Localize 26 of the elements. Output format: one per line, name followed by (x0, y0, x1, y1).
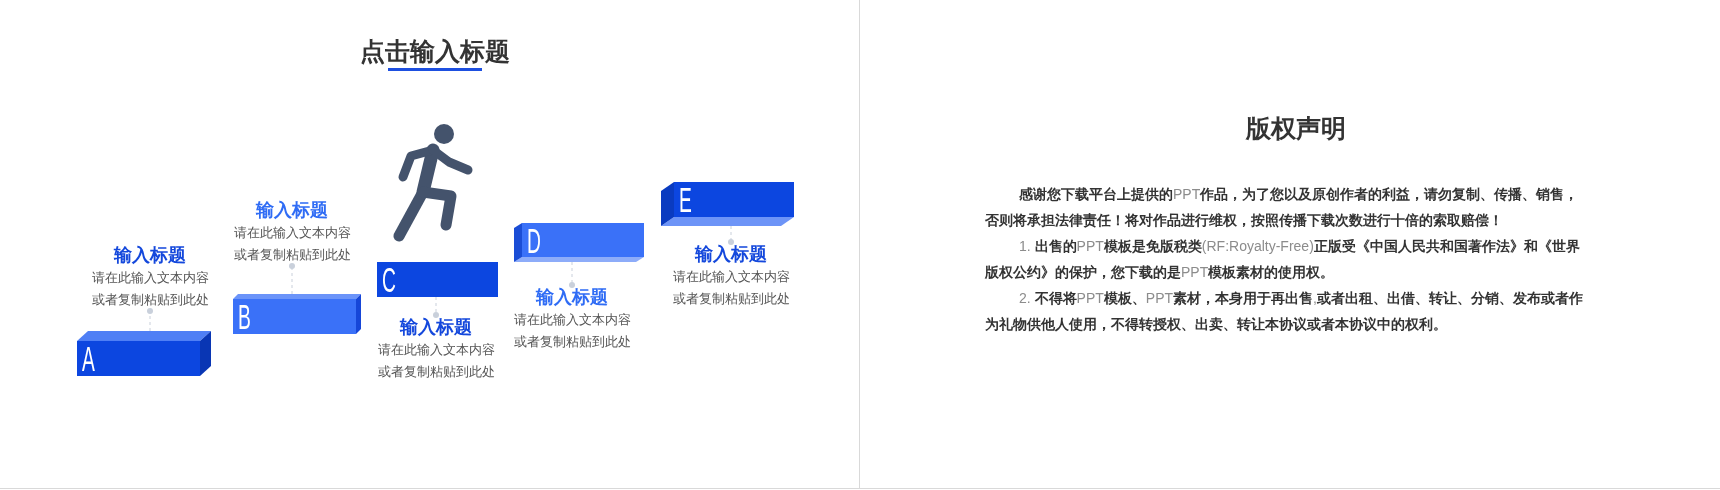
step-description: 请在此输入文本内容或者复制粘贴到此处 (671, 268, 791, 308)
dashed-leader-line (147, 308, 153, 332)
step-title: 输入标题 (256, 199, 328, 222)
step-description: 请在此输入文本内容或者复制粘贴到此处 (512, 311, 632, 351)
body-paragraph: 1. 出售的PPT模板是免版税类(RF:Royalty-Free)正版受《中国人民共和国著作法》和《世界版权公约》的保护，您下载的是PPT模板素材的使用权。 (985, 237, 1581, 282)
body-paragraph: 感谢您下载平台上提供的PPT作品，为了您以及原创作者的利益，请勿复制、传播、销售，否则将承担法律责任！将对作品进行维权，按照传播下载次数进行十倍的索取赔偿！ (985, 185, 1580, 230)
body-paragraph: 2. 不得将PPT模板、PPT素材，本身用于再出售,或者出租、出借、转让、分销、发布或者作为礼物供他人使用，不得转授权、出卖、转让本协议或者本协议中的权利。 (985, 289, 1584, 334)
dashed-leader-line (433, 296, 439, 318)
step-letter: A (82, 341, 95, 376)
step-title: 输入标题 (114, 244, 186, 267)
step-description: 请在此输入文本内容或者复制粘贴到此处 (232, 224, 352, 264)
dashed-leader-line (289, 263, 295, 295)
step-letter: C (382, 262, 396, 297)
dashed-leader-line (569, 261, 575, 288)
step-title: 输入标题 (695, 243, 767, 266)
step-description: 请在此输入文本内容或者复制粘贴到此处 (90, 269, 210, 309)
step-description: 请在此输入文本内容或者复制粘贴到此处 (376, 341, 496, 381)
step-letter: D (527, 222, 541, 258)
slide-panel (859, 0, 1720, 489)
step-title: 输入标题 (400, 316, 472, 339)
dashed-leader-line (728, 225, 734, 245)
step-title: 输入标题 (536, 286, 608, 309)
slide-title: 版权声明 (1246, 113, 1346, 144)
step-letter: B (238, 299, 251, 334)
slide-title: 点击输入标题 (360, 36, 510, 67)
step-letter: E (679, 182, 692, 217)
